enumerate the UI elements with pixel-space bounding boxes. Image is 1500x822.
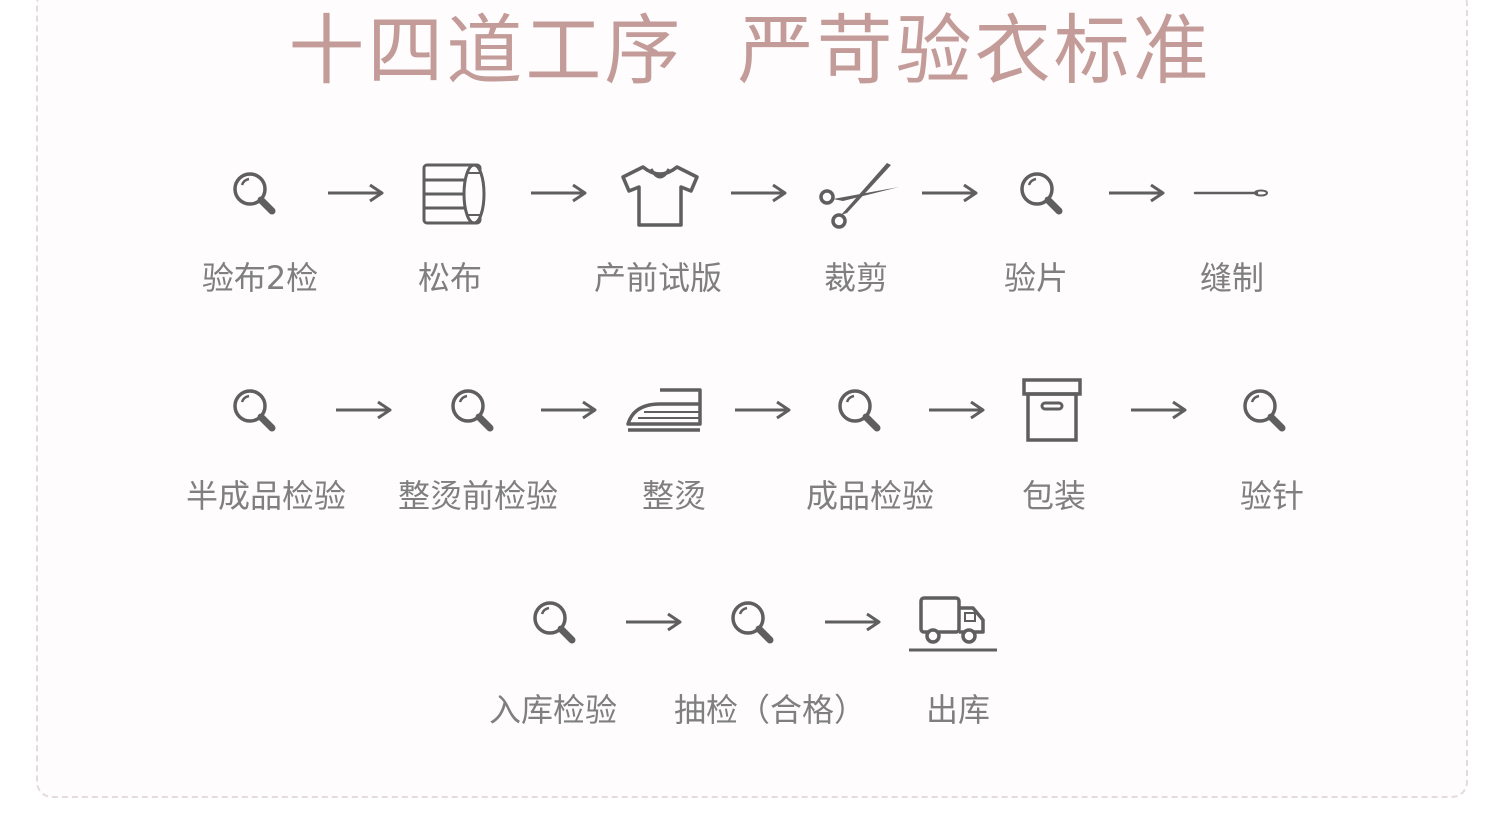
arrow-right-icon [729,181,789,205]
magnifier-icon [510,584,600,664]
arrow-right-icon [624,610,684,634]
truck-icon [907,584,997,664]
arrow-right-icon [920,181,980,205]
needle-icon [1187,155,1277,235]
step-label: 产前试版 [593,259,722,297]
magnifier-icon [210,372,300,452]
magnifier-icon [1220,372,1310,452]
tshirt-icon [615,155,705,235]
magnifier-icon [815,372,905,452]
magnifier-icon [210,155,300,235]
step-label: 整烫前检验 [397,477,558,515]
magnifier-icon [708,584,798,664]
step-label: 出库 [925,691,990,729]
step-label: 抽检（合格） [673,691,866,729]
step-label: 成品检验 [805,477,934,515]
arrow-right-icon [539,398,599,422]
step-label: 整烫 [641,477,706,515]
step-label: 验布2检 [201,259,319,297]
step-label: 验针 [1239,477,1304,515]
arrow-right-icon [1107,181,1167,205]
arrow-right-icon [1129,398,1189,422]
step-label: 缝制 [1199,259,1264,297]
arrow-right-icon [334,398,394,422]
step-label: 半成品检验 [185,477,346,515]
scissors-icon [813,155,903,235]
box-icon [1008,372,1098,452]
step-label: 裁剪 [823,259,888,297]
process-card [36,0,1468,798]
fabric-roll-icon [412,155,502,235]
magnifier-icon [997,155,1087,235]
arrow-right-icon [733,398,793,422]
arrow-right-icon [529,181,589,205]
step-label: 入库检验 [488,691,617,729]
step-label: 验片 [1003,259,1068,297]
iron-icon [620,372,710,452]
step-label: 包装 [1021,477,1086,515]
step-label: 松布 [417,259,482,297]
magnifier-icon [428,372,518,452]
arrow-right-icon [927,398,987,422]
arrow-right-icon [823,610,883,634]
arrow-right-icon [326,181,386,205]
page-title: 十四道工序 严苛验衣标准 [288,6,1212,95]
